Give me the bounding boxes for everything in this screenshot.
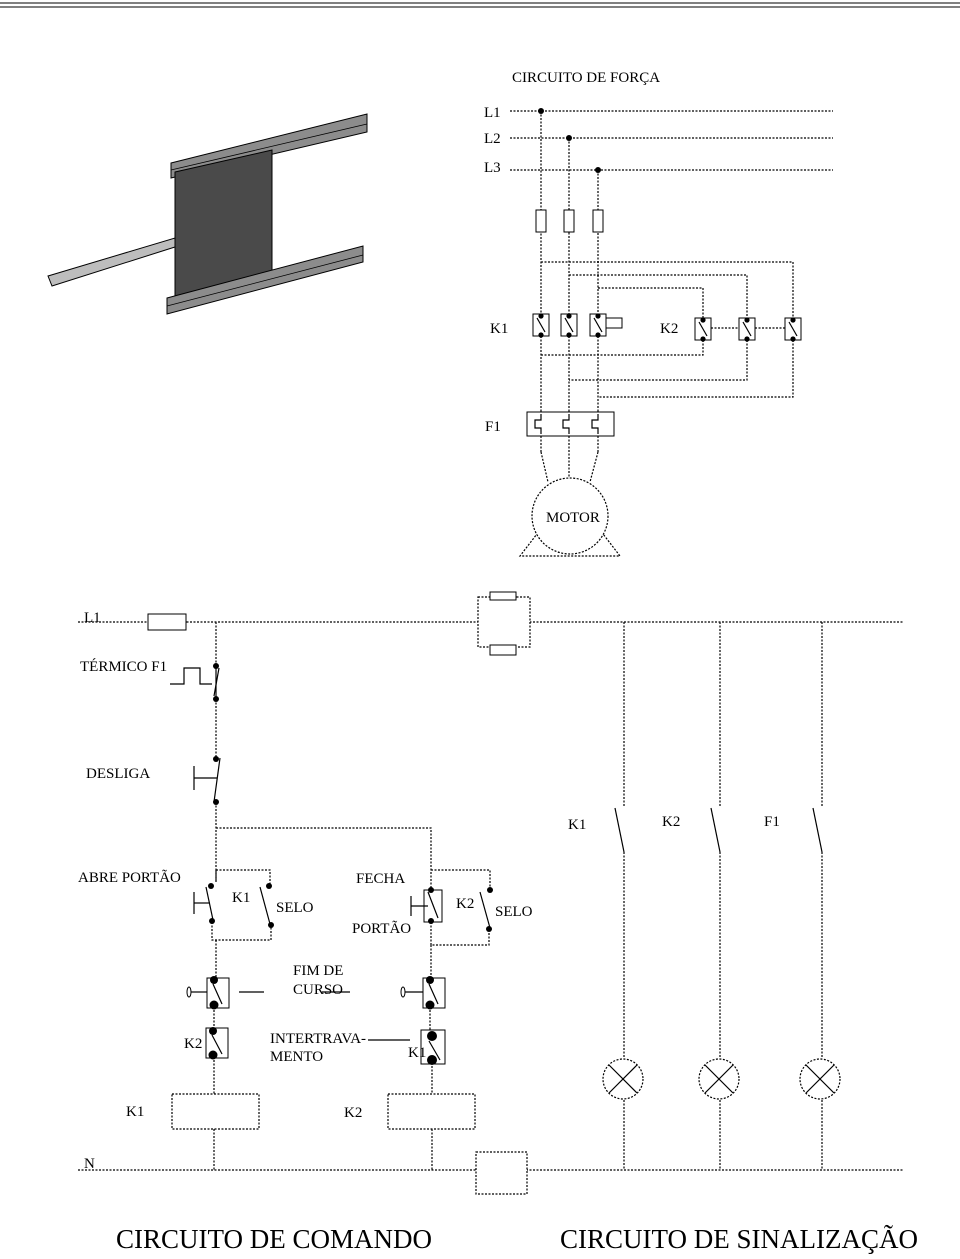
coil-k1 bbox=[171, 1093, 260, 1130]
k1-seal-contact-label: K1 bbox=[232, 890, 250, 906]
interlock-k1-label: K1 bbox=[408, 1045, 426, 1061]
seal-2-label: SELO bbox=[495, 904, 533, 920]
f1-power-label: F1 bbox=[485, 419, 501, 435]
thermal-label: TÉRMICO F1 bbox=[80, 658, 167, 675]
close-gate-label-1: FECHA bbox=[356, 871, 405, 887]
open-gate-branch: ABRE PORTÃO K1 SELO bbox=[78, 869, 314, 941]
signal-circuit: K1 K2 F1 bbox=[568, 622, 841, 1170]
contactor-coils: K1 K2 bbox=[126, 1093, 476, 1130]
signal-circuit-title: CIRCUITO DE SINALIZAÇÃO bbox=[560, 1224, 918, 1254]
gate-illustration bbox=[47, 113, 368, 315]
command-circuit-title: CIRCUITO DE COMANDO bbox=[116, 1224, 432, 1254]
signal-lamp-k1 bbox=[602, 1058, 644, 1100]
phase-label-l2: L2 bbox=[484, 131, 501, 147]
coil-k2-label: K2 bbox=[344, 1105, 362, 1121]
signal-k1-label: K1 bbox=[568, 817, 586, 833]
bus-transformer bbox=[477, 591, 531, 656]
k2-seal-contact-label: K2 bbox=[456, 896, 474, 912]
limit-label-1: FIM DE bbox=[293, 963, 343, 979]
off-label: DESLIGA bbox=[86, 766, 150, 782]
neutral-block bbox=[475, 1151, 528, 1195]
power-circuit-title: CIRCUITO DE FORÇA bbox=[512, 70, 660, 86]
open-gate-label: ABRE PORTÃO bbox=[78, 870, 181, 886]
close-gate-branch: FECHA PORTÃO K2 SELO bbox=[352, 869, 533, 946]
seal-1-label: SELO bbox=[276, 900, 314, 916]
coil-k1-label: K1 bbox=[126, 1104, 144, 1120]
interlock-label-1: INTERTRAVA- bbox=[270, 1031, 366, 1047]
k1-power-contactor: K1 bbox=[490, 313, 623, 338]
power-fuses bbox=[535, 209, 604, 233]
k2-power-contactor: K2 bbox=[660, 317, 802, 342]
interlock-k2-label: K2 bbox=[184, 1036, 202, 1052]
interlock-label-2: MENTO bbox=[270, 1049, 323, 1065]
motor: MOTOR bbox=[518, 477, 622, 557]
k2-power-label: K2 bbox=[660, 321, 678, 337]
off-push-button: DESLIGA bbox=[86, 756, 221, 805]
command-circuit: L1 TÉRMICO F1 DESLIGA bbox=[78, 591, 903, 1195]
thermal-f1-contact: TÉRMICO F1 bbox=[80, 658, 220, 702]
l1-command-label: L1 bbox=[84, 610, 101, 626]
close-gate-label-2: PORTÃO bbox=[352, 921, 411, 937]
power-circuit: CIRCUITO DE FORÇA L1 L2 L3 K1 bbox=[484, 70, 833, 557]
k1-power-label: K1 bbox=[490, 321, 508, 337]
coil-k2 bbox=[387, 1093, 476, 1130]
interlock-contacts: K2 INTERTRAVA- MENTO K1 bbox=[184, 1027, 446, 1065]
signal-k2-label: K2 bbox=[662, 814, 680, 830]
motor-label: MOTOR bbox=[546, 510, 600, 526]
command-fuse bbox=[147, 613, 187, 631]
top-border bbox=[0, 2, 960, 8]
f1-thermal-relay: F1 bbox=[485, 411, 615, 437]
phase-label-l3: L3 bbox=[484, 160, 501, 176]
neutral-label: N bbox=[84, 1156, 95, 1172]
phase-label-l1: L1 bbox=[484, 105, 501, 121]
signal-f1-label: F1 bbox=[764, 814, 780, 830]
limit-label-2: CURSO bbox=[293, 982, 343, 998]
signal-lamp-f1 bbox=[799, 1058, 841, 1100]
limit-switches: FIM DE CURSO bbox=[186, 963, 446, 1010]
signal-lamp-k2 bbox=[698, 1058, 740, 1100]
